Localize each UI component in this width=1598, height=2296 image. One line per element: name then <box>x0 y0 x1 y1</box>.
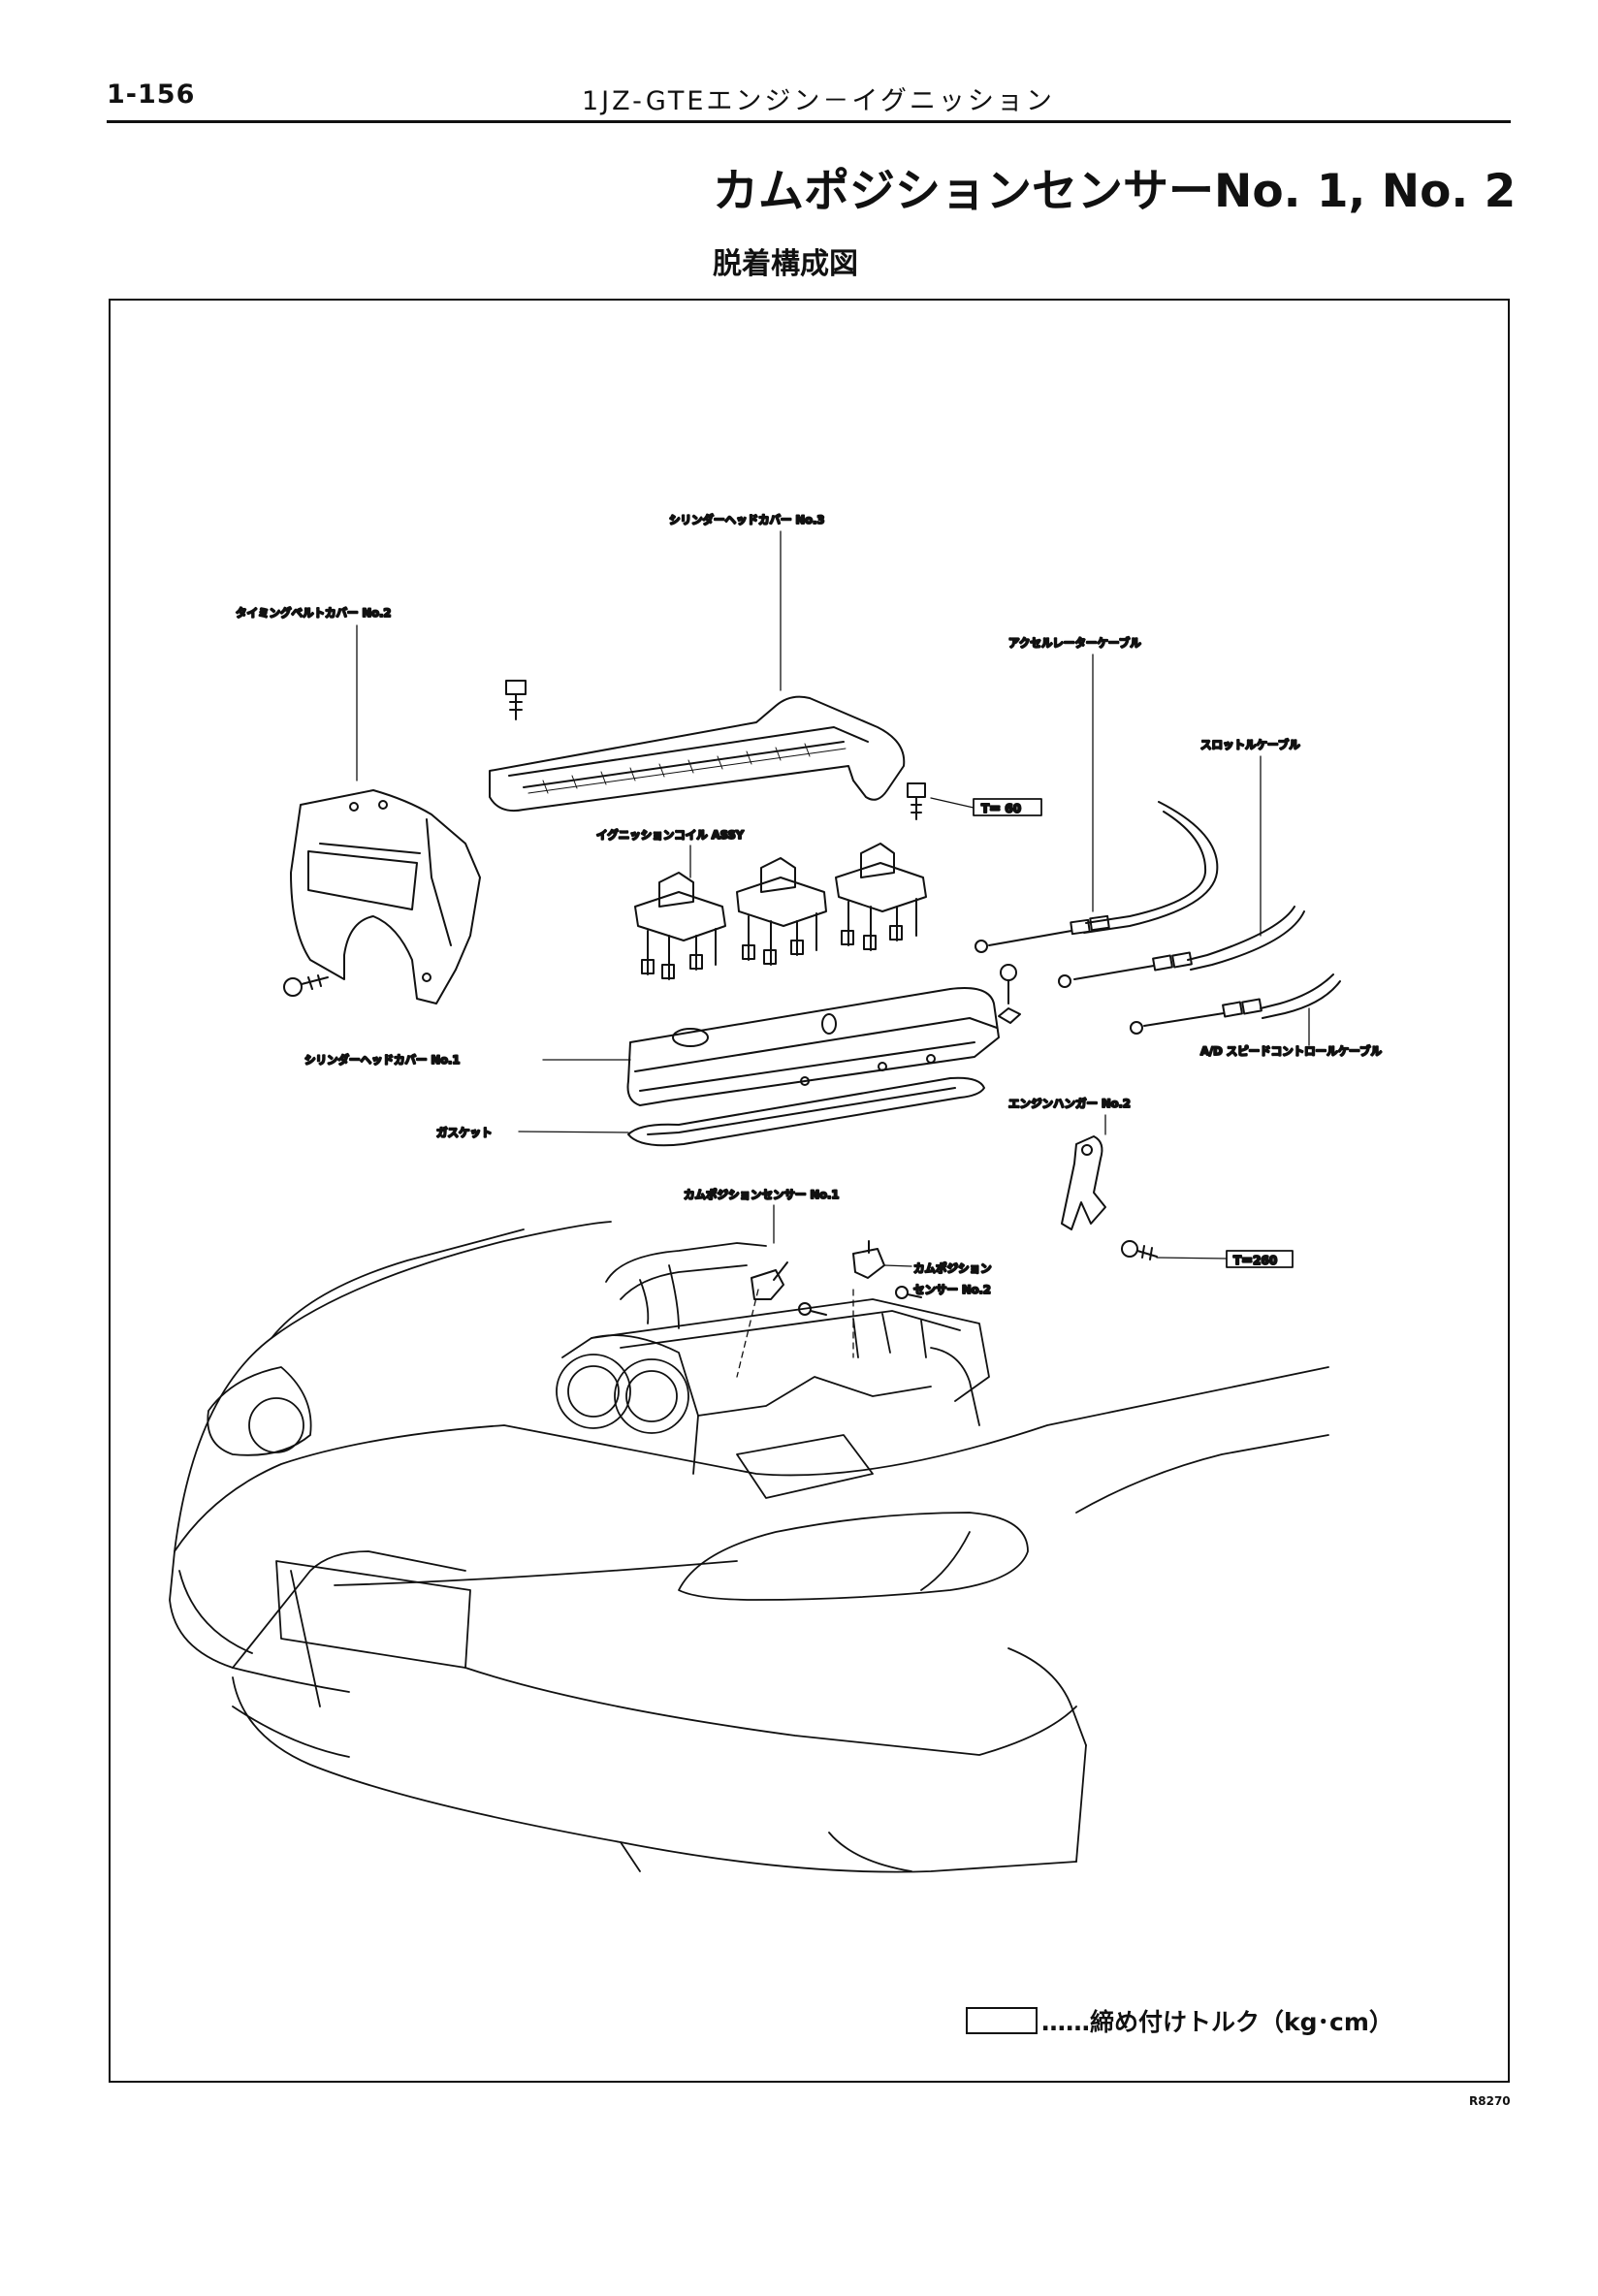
torque-box-engine-hanger: T＝260 <box>1226 1250 1294 1268</box>
legend-text: ……締め付けトルク（kg･cm） <box>1041 2008 1393 2036</box>
label-engine-hanger-no2: エンジンハンガー No.2 <box>1008 1097 1131 1110</box>
throttle-cable <box>1058 906 1305 988</box>
bolt-and-washer <box>998 964 1021 1024</box>
cylinder-head-cover-no1 <box>626 987 1000 1106</box>
cam-position-sensor-no2 <box>852 1240 885 1279</box>
label-gasket: ガスケット <box>436 1126 493 1139</box>
cam-position-sensor-no1 <box>751 1261 788 1300</box>
accelerator-cable <box>975 801 1219 953</box>
header-rule <box>107 120 1511 123</box>
section-title: 1JZ-GTEエンジン－イグニッション <box>582 86 1055 116</box>
bolt-head-cover-right <box>907 782 926 820</box>
torque-box-head-cover: T＝ 60 <box>973 798 1042 816</box>
timing-belt-cover-no2 <box>290 789 481 1004</box>
diagram-frame <box>109 299 1510 2083</box>
ad-speed-control-cable <box>1130 973 1341 1035</box>
ignition-coil-assy <box>634 843 927 980</box>
label-cam-position-sensor-no2-line2: センサー No.2 <box>913 1283 991 1296</box>
label-cylinder-head-cover-no1: シリンダーヘッドカバー No.1 <box>304 1053 460 1067</box>
diagram-subtitle: 脱着構成図 <box>713 247 858 281</box>
label-accelerator-cable: アクセルレーターケーブル <box>1008 636 1141 650</box>
page-title: カムポジションセンサーNo. 1, No. 2 <box>713 165 1517 218</box>
svg-text:T＝ 60: T＝ 60 <box>981 802 1021 815</box>
label-cam-position-sensor-no2-line1: カムポジション <box>913 1261 992 1275</box>
label-cam-position-sensor-no1: カムポジションセンサー No.1 <box>684 1188 839 1201</box>
car-body <box>169 1221 1329 1873</box>
bolt-timing-cover <box>283 974 329 997</box>
page-number: 1-156 <box>107 80 196 110</box>
gasket <box>627 1076 985 1147</box>
label-cylinder-head-cover-no3: シリンダーヘッドカバー No.3 <box>669 513 824 526</box>
bolt-head-cover-top <box>505 680 527 720</box>
cylinder-head-cover-no3 <box>489 695 906 813</box>
legend-torque-box <box>966 2007 1038 2034</box>
label-throttle-cable: スロットルケーブル <box>1200 738 1300 751</box>
svg-text:T＝260: T＝260 <box>1233 1254 1277 1267</box>
engine-bay <box>556 1242 990 1499</box>
figure-code: R8270 <box>1469 2094 1511 2108</box>
bolt-engine-hanger <box>1121 1240 1158 1260</box>
leader-lines <box>356 530 1310 1378</box>
label-ignition-coil-assy: イグニッションコイル ASSY <box>596 828 745 842</box>
label-ad-speed-control-cable: A/D スピードコントロールケーブル <box>1200 1044 1382 1058</box>
label-timing-belt-cover-no2: タイミングベルトカバー No.2 <box>236 606 391 620</box>
torque-legend: ……締め付けトルク（kg･cm） <box>966 2003 1393 2038</box>
engine-hanger-no2 <box>1061 1135 1106 1230</box>
